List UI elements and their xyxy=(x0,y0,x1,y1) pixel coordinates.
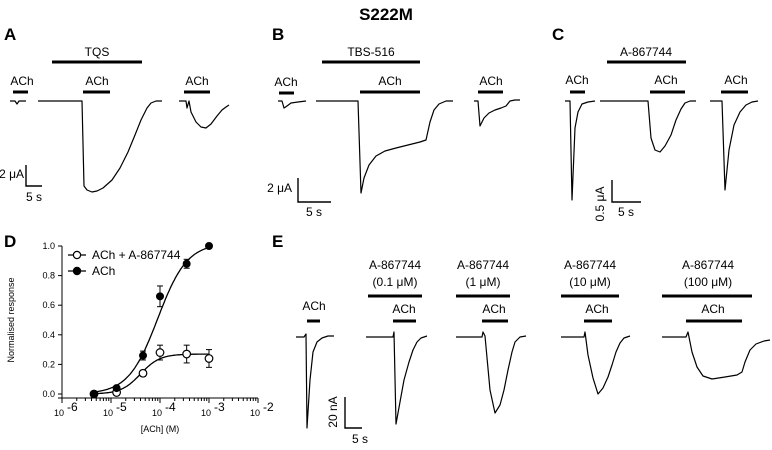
panel-a-trace-2 xyxy=(38,100,162,193)
data-point-filled xyxy=(139,351,148,360)
panel-e-scale-bar xyxy=(344,397,362,429)
panel-b-drug-label: TBS-516 xyxy=(347,45,395,59)
y-tick-label: 0.6 xyxy=(42,300,55,310)
panel-a-scale-bar xyxy=(25,165,42,187)
panel-e-trace-4 xyxy=(561,331,631,395)
data-point-filled xyxy=(156,292,165,301)
x-axis-label: [ACh] (M) xyxy=(141,424,180,434)
panel-a-scale-y: 2 μA xyxy=(0,167,24,181)
panel-c-letter: C xyxy=(552,25,564,44)
x-tick-label: 10 xyxy=(54,408,64,418)
panel-e-drug-label-2: A-867744 xyxy=(457,258,509,272)
panel-b-trace-1 xyxy=(278,100,307,109)
x-tick-label: 10 xyxy=(152,408,162,418)
panel-e-conc-label-2: (1 μM) xyxy=(466,275,501,289)
y-tick-label: 1.0 xyxy=(42,241,55,251)
panel-c-trace-2 xyxy=(600,100,696,153)
panel-a-letter: A xyxy=(4,25,16,44)
panel-c-scale-x: 5 s xyxy=(618,205,634,219)
panel-b: B TBS-516 ACh ACh ACh 2 μA 5 s xyxy=(267,25,520,219)
x-tick-exponent: -6 xyxy=(67,400,78,414)
panel-b-ach-label-3: ACh xyxy=(479,74,502,88)
x-tick-exponent: -4 xyxy=(165,400,176,414)
y-axis-label: Normalised response xyxy=(6,277,16,362)
y-tick-label: 0.0 xyxy=(42,389,55,399)
data-point-filled xyxy=(182,259,191,268)
panel-a-ach-label-2: ACh xyxy=(85,74,108,88)
panel-a: A TQS ACh ACh ACh 2 μA 5 s xyxy=(0,25,230,204)
panel-e-ach-label-4: ACh xyxy=(585,302,608,316)
panel-e-drug-label-1: A-867744 xyxy=(369,258,421,272)
data-point-filled xyxy=(90,390,99,399)
panel-b-ach-label-1: ACh xyxy=(274,75,297,89)
panel-d-letter: D xyxy=(4,232,16,251)
panel-a-ach-label-3: ACh xyxy=(185,74,208,88)
panel-e-trace-2 xyxy=(366,331,428,425)
data-point-filled xyxy=(205,242,214,251)
data-point-filled xyxy=(112,384,121,393)
panel-e-drug-label-4: A-867744 xyxy=(682,258,734,272)
panel-a-trace-3 xyxy=(179,100,230,129)
data-point-open xyxy=(138,368,148,378)
panel-e-scale-x: 5 s xyxy=(352,432,368,446)
panel-a-drug-label: TQS xyxy=(85,45,110,59)
panel-e-ach-label-5: ACh xyxy=(701,302,724,316)
x-tick-label: 10 xyxy=(201,408,211,418)
y-tick-label: 0.8 xyxy=(42,271,55,281)
panel-b-trace-3 xyxy=(474,99,520,127)
panel-a-ach-label-1: ACh xyxy=(10,74,33,88)
x-tick-label: 10 xyxy=(103,408,113,418)
panel-e-drug-label-3: A-867744 xyxy=(564,258,616,272)
panel-e-conc-label-3: (10 μM) xyxy=(569,275,611,289)
panel-b-letter: B xyxy=(272,25,284,44)
y-tick-label: 0.4 xyxy=(42,330,55,340)
panel-e-conc-label-4: (100 μM) xyxy=(684,275,732,289)
data-point-open xyxy=(204,354,214,363)
panel-c-ach-label-3: ACh xyxy=(724,73,747,87)
panel-c-ach-label-1: ACh xyxy=(565,73,588,87)
panel-b-trace-2 xyxy=(316,100,453,194)
x-tick-exponent: -3 xyxy=(214,400,225,414)
panel-e-letter: E xyxy=(272,232,283,251)
x-tick-exponent: -2 xyxy=(263,400,274,414)
panel-e-ach-label-3: ACh xyxy=(482,302,505,316)
panel-b-ach-label-2: ACh xyxy=(378,74,401,88)
panel-e-scale-y: 20 nA xyxy=(326,396,340,427)
panel-c-scale-bar xyxy=(611,180,641,203)
legend-marker xyxy=(72,266,82,276)
panel-c-drug-label: A-867744 xyxy=(620,45,672,59)
panel-e-trace-3 xyxy=(456,331,527,414)
figure-title: S222M xyxy=(359,5,413,24)
x-tick-label: 10 xyxy=(250,408,260,418)
panel-c: C A-867744 ACh ACh ACh 0.5 μA 5 s xyxy=(552,25,759,222)
panel-e-ach-label-1: ACh xyxy=(302,299,325,313)
panel-c-trace-1 xyxy=(565,100,596,201)
data-point-open xyxy=(155,348,165,357)
panel-c-scale-y: 0.5 μA xyxy=(593,187,607,222)
panel-e-ach-label-2: ACh xyxy=(392,302,415,316)
y-tick-label: 0.2 xyxy=(42,359,55,369)
panel-b-scale-x: 5 s xyxy=(306,205,322,219)
legend-label: ACh xyxy=(92,264,115,278)
legend-marker xyxy=(72,250,82,260)
panel-b-scale-y: 2 μA xyxy=(267,181,292,195)
panel-e-conc-label-1: (0.1 μM) xyxy=(373,275,418,289)
panel-e-trace-5 xyxy=(662,331,771,380)
panel-c-trace-3 xyxy=(710,100,759,191)
panel-e-trace-1 xyxy=(296,333,334,429)
panel-e: E ACh A-867744 (0.1 μM) ACh A-867744 (1 … xyxy=(272,232,771,446)
panel-a-scale-x: 5 s xyxy=(26,190,42,204)
panel-b-scale-bar xyxy=(297,178,331,203)
x-tick-exponent: -5 xyxy=(116,400,127,414)
legend-label: ACh + A-867744 xyxy=(92,248,181,262)
data-point-open xyxy=(182,349,192,359)
panel-a-trace-1 xyxy=(10,100,26,105)
panel-c-ach-label-2: ACh xyxy=(654,73,677,87)
